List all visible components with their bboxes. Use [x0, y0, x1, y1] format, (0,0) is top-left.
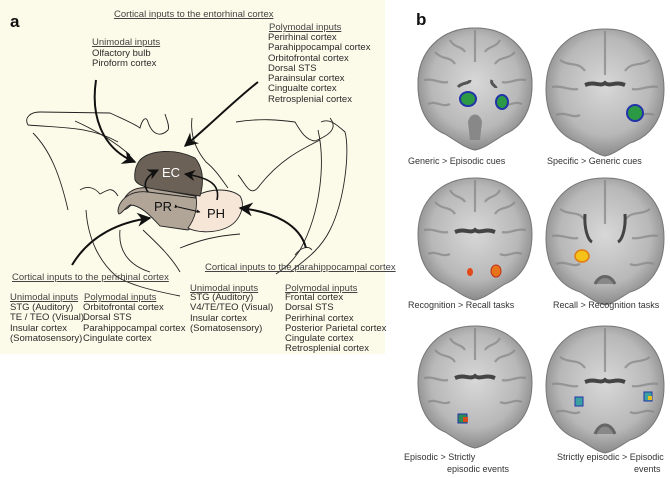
- entorhinal-polymodal-list: Perirhinal cortex Parahippocampal cortex…: [268, 32, 371, 105]
- brain-scan-recall-recognition: [544, 176, 666, 306]
- perirhinal-unimodal-list: STG (Auditory) TE / TEO (Visual) Insular…: [10, 302, 85, 344]
- list-item: V4/TE/TEO (Visual): [190, 302, 274, 314]
- activation-blob: [490, 264, 502, 278]
- list-item: Olfactory bulb: [92, 48, 151, 59]
- list-item: Insular cortex: [190, 312, 248, 324]
- caption-specific-generic: Specific > Generic cues: [547, 156, 642, 166]
- list-item: Frontal cortex: [285, 292, 344, 303]
- region-ec: [134, 151, 203, 197]
- list-item: Parahippocampal cortex: [268, 42, 371, 54]
- list-item: Retrosplenial cortex: [268, 93, 352, 105]
- brain-scan-episodic-strictly: [416, 324, 534, 450]
- list-item: (Somatosensory): [10, 332, 83, 344]
- connection-arrows: [71, 79, 307, 266]
- brain-outline: [26, 111, 348, 297]
- caption-episodic-strictly-line1: Episodic > Strictly: [404, 452, 476, 462]
- arrow-polymodal-to-ec: [183, 81, 259, 147]
- region-pr-lower: [117, 191, 199, 231]
- list-item: (Somatosensory): [190, 322, 263, 334]
- list-item: Insular cortex: [10, 322, 68, 334]
- list-item: STG (Auditory): [10, 302, 74, 313]
- brain-scan-strictly-episodic: [544, 324, 666, 454]
- caption-generic-episodic: Generic > Episodic cues: [408, 156, 506, 166]
- activation-blob: [495, 94, 509, 110]
- brain-scan-specific-generic: [544, 27, 666, 157]
- entorhinal-title: Cortical inputs to the entorhinal cortex: [114, 9, 274, 20]
- panel-a-label: a: [10, 12, 20, 31]
- activation-blob: [626, 104, 644, 122]
- list-item: Dorsal STS: [83, 312, 132, 324]
- list-item: Perirhinal cortex: [268, 32, 337, 43]
- brain-scan-recognition-recall: [416, 176, 534, 302]
- list-item: STG (Auditory): [190, 292, 254, 303]
- region-ph-label: PH: [207, 206, 225, 221]
- list-item: Dorsal STS: [268, 62, 317, 74]
- arrow-inputs-to-ph: [238, 202, 307, 249]
- arrow-ph-to-ec: [183, 169, 219, 201]
- list-item: Perirhinal cortex: [285, 312, 354, 324]
- entorhinal-unimodal-title: Unimodal inputs: [92, 37, 161, 48]
- brain-scan-generic-episodic: [416, 26, 534, 152]
- list-item: TE / TEO (Visual): [10, 312, 85, 324]
- activation-blob: [648, 396, 652, 400]
- region-pr-label: PR: [154, 199, 172, 214]
- list-item: Piroform cortex: [92, 58, 157, 70]
- list-item: Parahippocampal cortex: [83, 322, 186, 334]
- region-ec-label: EC: [162, 165, 180, 180]
- hippocampal-region-diagram: EC PR PH: [26, 79, 348, 297]
- perirhinal-unimodal-title: Unimodal inputs: [10, 292, 79, 303]
- list-item: Cingulate cortex: [285, 333, 354, 345]
- arrow-pr-to-ec: [144, 169, 160, 193]
- arrow-inputs-to-pr: [71, 212, 152, 266]
- perirhinal-title: Cortical inputs to the perirhinal cortex: [12, 272, 169, 283]
- list-item: Posterior Parietal cortex: [285, 322, 387, 334]
- list-item: Cingualte cortex: [268, 83, 337, 95]
- caption-episodic-strictly-line2: episodic events: [447, 464, 510, 474]
- activation-blob: [463, 417, 468, 422]
- list-item: Orbitofrontal cortex: [83, 302, 164, 313]
- perirhinal-polymodal-list: Orbitofrontal cortex Dorsal STS Parahipp…: [83, 302, 186, 344]
- caption-strictly-episodic-line2: events: [634, 464, 661, 474]
- caption-recall-recognition: Recall > Recognition tasks: [553, 300, 660, 310]
- list-item: Cingulate cortex: [83, 332, 152, 344]
- region-ph: [187, 189, 243, 233]
- list-item: Parainsular cortex: [268, 73, 345, 85]
- list-item: Dorsal STS: [285, 302, 334, 314]
- caption-recognition-recall: Recognition > Recall tasks: [408, 300, 515, 310]
- activation-blob: [574, 396, 584, 407]
- arrow-unimodal-to-ec: [93, 79, 137, 164]
- perirhinal-polymodal-title: Polymodal inputs: [84, 292, 157, 303]
- list-item: Retrosplenial cortex: [285, 343, 369, 355]
- arrow-pr-ph-bidirectional: [174, 204, 201, 214]
- caption-strictly-episodic-line1: Strictly episodic > Episodic: [557, 452, 664, 462]
- entorhinal-polymodal-title: Polymodal inputs: [269, 22, 342, 33]
- list-item: Orbitofrontal cortex: [268, 52, 349, 64]
- panel-b-label: b: [416, 10, 427, 29]
- activation-blob: [467, 268, 473, 276]
- parahippocampal-unimodal-list: STG (Auditory) V4/TE/TEO (Visual) Insula…: [190, 292, 274, 334]
- activation-blob: [574, 249, 590, 263]
- parahippocampal-unimodal-title: Unimodal inputs: [190, 283, 259, 294]
- entorhinal-unimodal-list: Olfactory bulb Piroform cortex: [92, 48, 157, 70]
- activation-blob: [459, 91, 477, 107]
- parahippocampal-polymodal-list: Frontal cortex Dorsal STS Perirhinal cor…: [285, 292, 387, 355]
- parahippocampal-polymodal-title: Polymodal inputs: [285, 283, 358, 294]
- parahippocampal-title: Cortical inputs to the parahippocampal c…: [205, 262, 396, 273]
